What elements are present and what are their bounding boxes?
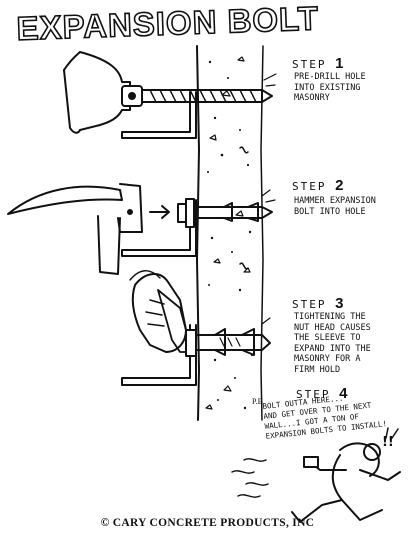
drill-illustration	[64, 52, 276, 133]
step-word: STEP	[292, 58, 327, 71]
exclamation-text: !!	[382, 436, 394, 449]
step-2-description: HAMMER EXPANSION BOLT INTO HOLE	[294, 196, 376, 217]
artist-signature: P.B.	[252, 398, 265, 406]
step-number: 3	[335, 295, 345, 312]
running-worker	[232, 428, 400, 522]
expansion-bolt-step2	[178, 190, 275, 227]
copyright-footer: © CARY CONCRETE PRODUCTS, INC	[0, 518, 415, 530]
step-number: 2	[335, 177, 345, 194]
step-3-description: TIGHTENING THE NUT HEAD CAUSES THE SLEEV…	[294, 312, 371, 375]
step-word: STEP	[292, 180, 327, 193]
hammer-illustration	[8, 184, 169, 274]
step-1-label: STEP 1	[292, 56, 345, 71]
step-word: STEP	[292, 298, 327, 311]
hand-wrench-illustration	[130, 271, 192, 352]
step-2-label: STEP 2	[292, 178, 345, 193]
step-1-description: PRE-DRILL HOLE INTO EXISTING MASONRY	[294, 72, 366, 104]
step-3-label: STEP 3	[292, 296, 345, 311]
step-number: 1	[335, 55, 345, 72]
